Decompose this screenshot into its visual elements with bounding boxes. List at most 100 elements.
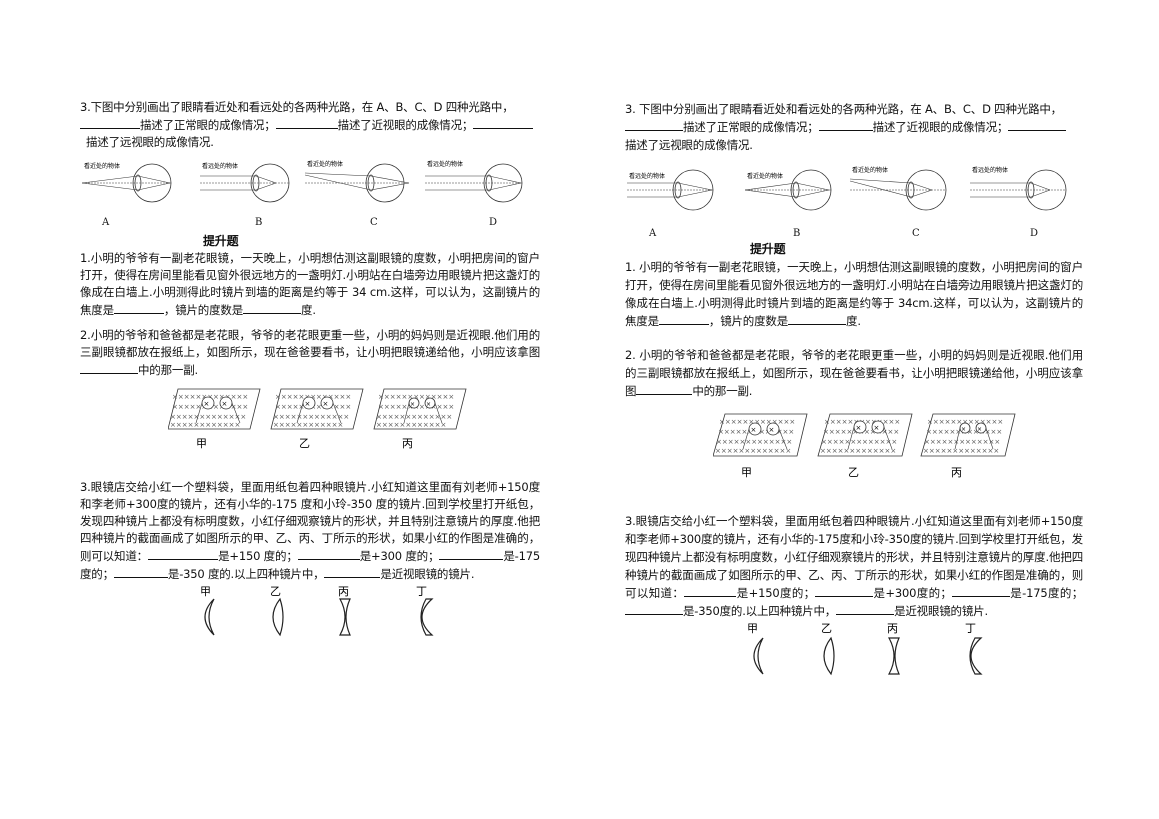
answer-blank[interactable] [951, 584, 1010, 597]
answer-blank[interactable] [275, 116, 338, 129]
svg-text:看近处的物体: 看近处的物体 [852, 166, 888, 174]
eye-ray-diagram: 看远处的物体 [200, 162, 290, 203]
lens-label: 丙 [887, 622, 898, 635]
svg-text:×××××××××××××: ××××××××××××× [378, 393, 454, 401]
grid-label: 丙 [951, 466, 962, 479]
lens-label: 丙 [338, 585, 349, 598]
svg-text:看远处的物体: 看远处的物体 [202, 162, 238, 170]
diagram-label-d: D [1030, 228, 1039, 239]
svg-text:看远处的物体: 看远处的物体 [629, 172, 665, 180]
svg-text:×: × [204, 400, 210, 408]
answer-blank[interactable] [684, 584, 737, 597]
svg-text:×××××××××××××: ××××××××××××× [715, 447, 791, 455]
diagram-label-a: A [102, 217, 110, 228]
lens-label: 乙 [821, 622, 832, 635]
lens-label: 丁 [416, 585, 427, 598]
glasses-figure: ××××××××××××× ××××××××××××× ××××××××××××… [625, 412, 1083, 492]
grid-label: 甲 [741, 466, 752, 479]
answer-blank[interactable] [818, 118, 873, 131]
grid-label: 甲 [196, 437, 207, 450]
lens-cross-sections: 甲 乙 丙 丁 [80, 583, 540, 645]
question-1: 1.小明的爷爷有一副老花眼镜，一天晚上，小明想估测这副眼镜的度数，小明把房间的窗… [80, 251, 540, 317]
left-page: 3.下图中分别画出了眼睛看近处和看远处的各两种光路，在 A、B、C、D 四种光路… [80, 99, 540, 645]
svg-text:××××××××××××: ×××××××××××× [170, 421, 240, 429]
svg-text:×: × [222, 400, 228, 408]
svg-text:×××××××××××××: ××××××××××××× [820, 447, 896, 455]
section-heading: 提升题 [203, 234, 239, 248]
eye-ray-diagram: 看远处的物体 [970, 166, 1067, 211]
svg-text:×××××××××××××: ××××××××××××× [273, 413, 349, 421]
answer-blank[interactable] [836, 602, 895, 615]
eye-diagram-b: 看远处的物体 B [200, 159, 300, 228]
grid-label: 丙 [402, 437, 413, 450]
eye-diagram-d: 看远处的物体 D [425, 159, 535, 228]
answer-blank[interactable] [113, 565, 168, 578]
answer-blank[interactable] [1008, 118, 1067, 131]
eye-ray-diagram: 看远处的物体 [425, 160, 523, 203]
svg-text:×××××××××××××: ××××××××××××× [927, 418, 1003, 426]
question-3: 3.眼镜店交给小红一个塑料袋，里面用纸包着四种眼镜片.小红知道这里面有刘老师+1… [80, 480, 540, 581]
svg-text:×: × [751, 426, 757, 434]
svg-text:×: × [769, 426, 775, 434]
eye-ray-diagram: 看远处的物体 [627, 169, 714, 211]
lens-label: 甲 [200, 585, 211, 598]
svg-text:×××××××××××××: ××××××××××××× [170, 413, 246, 421]
eye-diagram-d: 看远处的物体 D [970, 164, 1075, 239]
eye-diagram-a: 看近处的物体 A [80, 159, 180, 228]
grid-bing: ××××××××××××× ××××××××××××× ××××××××××××… [920, 413, 1016, 479]
answer-blank[interactable] [113, 301, 164, 314]
question-1: 1. 小明的爷爷有一副老花眼镜，一天晚上，小明想估测这副眼镜的度数，小明把房间的… [625, 260, 1083, 328]
svg-text:看远处的物体: 看远处的物体 [972, 166, 1008, 174]
eye-diagram-row: 看远处的物体 A 看近处的物体 B [625, 164, 1083, 248]
grid-label: 乙 [299, 437, 310, 450]
grid-jia: ××××××××××××× ××××××××××××× ××××××××××××… [168, 388, 261, 450]
glasses-figure: ××××××××××××× ××××××××××××× ××××××××××××… [80, 387, 540, 465]
answer-blank[interactable] [636, 382, 693, 395]
answer-blank[interactable] [80, 116, 140, 129]
svg-text:×××××××××××××: ××××××××××××× [719, 418, 795, 426]
question-3: 3.眼镜店交给小红一个塑料袋，里面用纸包着四种眼镜片.小红知道这里面有刘老师+1… [625, 514, 1083, 618]
svg-text:××××××××××××: ×××××××××××× [376, 421, 446, 429]
svg-text:×××××××××××××: ××××××××××××× [924, 438, 1000, 446]
svg-text:×××××××××××××: ××××××××××××× [923, 447, 999, 455]
grid-label: 乙 [848, 466, 859, 479]
answer-blank[interactable] [815, 584, 873, 597]
eye-question: 3. 下图中分别画出了眼睛看近处和看远处的各两种光路，在 A、B、C、D 四种光… [625, 100, 1083, 154]
answer-blank[interactable] [625, 118, 683, 131]
svg-text:×: × [305, 400, 311, 408]
lens-label: 丁 [965, 622, 976, 635]
svg-text:××××××××××××: ×××××××××××× [273, 421, 343, 429]
answer-blank[interactable] [324, 565, 381, 578]
answer-blank[interactable] [148, 547, 219, 560]
grid-yi: ××××××××××××× ××××××××××××× ××××××××××××… [270, 388, 364, 450]
lens-label: 甲 [747, 622, 758, 635]
svg-text:×××××××××××××: ××××××××××××× [376, 413, 452, 421]
grid-bing: ××××××××××××× ××××××××××××× ××××××××××××… [373, 388, 467, 450]
svg-text:×: × [410, 401, 415, 408]
eye-ray-diagram: 看近处的物体 [304, 160, 410, 203]
svg-text:×××××××××××××: ××××××××××××× [821, 438, 897, 446]
answer-blank[interactable] [658, 312, 709, 325]
lens-label: 乙 [270, 585, 281, 598]
eye-ray-diagram: 看近处的物体 [744, 169, 832, 211]
svg-text:×: × [961, 426, 966, 433]
svg-text:×: × [874, 424, 880, 432]
svg-text:×××××××××××××: ××××××××××××× [716, 438, 792, 446]
eye-ray-diagram: 看近处的物体 [81, 162, 172, 203]
answer-blank[interactable] [243, 301, 302, 314]
answer-blank[interactable] [625, 602, 683, 615]
section-heading: 提升题 [750, 242, 786, 256]
diagram-label-d: D [489, 217, 498, 228]
eye-diagram-b: 看近处的物体 B [743, 164, 838, 239]
answer-blank[interactable] [788, 312, 847, 325]
glasses-on-newspaper-diagram: ××××××××××××× ××××××××××××× ××××××××××××… [168, 388, 467, 450]
diagram-label-b: B [793, 228, 801, 239]
answer-blank[interactable] [439, 547, 504, 560]
diagram-label-c: C [912, 228, 920, 239]
answer-blank[interactable] [297, 547, 360, 560]
answer-blank[interactable] [80, 361, 138, 374]
svg-text:×: × [856, 424, 862, 432]
eye-ray-diagram: 看近处的物体 [849, 166, 947, 211]
svg-text:×: × [426, 401, 431, 408]
answer-blank[interactable] [473, 116, 534, 129]
